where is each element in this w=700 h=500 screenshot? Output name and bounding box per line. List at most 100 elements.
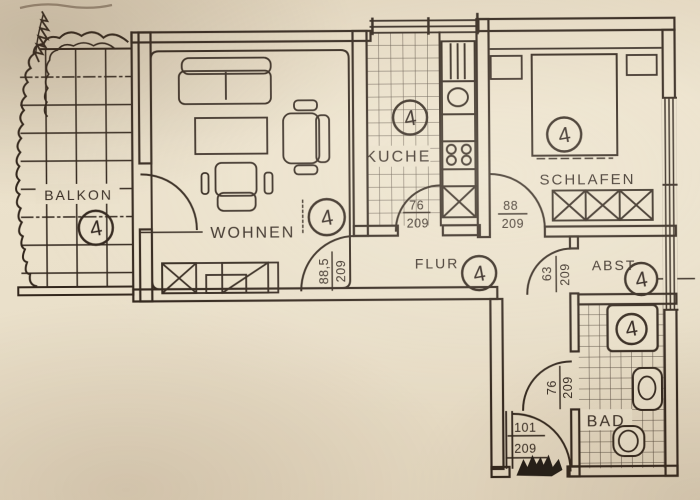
toilet — [631, 366, 664, 411]
unit-number: 4 — [556, 122, 573, 149]
wall-kueche-bottom-left — [352, 224, 400, 238]
stove-burners — [445, 143, 472, 166]
right-window — [661, 96, 679, 311]
wall-kueche-schlafen — [475, 17, 492, 239]
walls — [130, 12, 679, 479]
unit-number-badge-kueche: 4 — [391, 99, 429, 136]
door-swing-abst — [526, 247, 574, 295]
room-flur: FLUR 4 — [415, 254, 498, 292]
kitchen-unit — [440, 40, 477, 219]
balcony-decking-grid — [20, 47, 134, 288]
wall-entry-left — [490, 465, 511, 479]
unit-number: 4 — [633, 266, 650, 293]
wall-top-right — [477, 16, 676, 33]
unit-number-badge-wohnen: 4 — [307, 197, 346, 237]
sideboard — [161, 261, 280, 295]
wall-entry-right — [566, 465, 581, 478]
wall-schlafen-bottom — [543, 224, 678, 238]
unit-number-badge-bad: 4 — [615, 312, 648, 346]
room-label-abst: ABST — [592, 257, 637, 273]
room-inner-outline — [149, 49, 352, 291]
unit-number: 4 — [319, 204, 336, 231]
unit-number: 4 — [623, 315, 640, 342]
wall-wohnen-kueche — [351, 29, 370, 238]
door-dimension-wohnen: 88,5 209 — [317, 251, 348, 291]
door-swing-bad — [522, 360, 572, 411]
wall-abst-bad-divider — [577, 292, 678, 306]
balcony: BALKON 4 — [15, 10, 135, 297]
door-height: 209 — [407, 216, 429, 230]
wall-bad-left-upper — [569, 292, 580, 353]
unit-number-badge-abst: 4 — [624, 261, 659, 297]
armchair — [282, 99, 331, 176]
room-kueche: KUCHE 4 — [365, 31, 477, 227]
handwritten-scribble — [516, 454, 563, 477]
room-wohnen: WOHNEN — [149, 49, 352, 295]
door-dimension-entry: 101 209 — [505, 421, 548, 459]
nightstand-left — [489, 54, 523, 80]
room-inner-line — [489, 46, 662, 50]
fridge-cross — [442, 185, 477, 218]
balcony-parapet — [17, 285, 135, 297]
door-swing-balkon — [140, 173, 198, 231]
balcony-inner-edge — [130, 31, 135, 296]
door-height: 209 — [502, 217, 524, 231]
unit-number: 4 — [88, 215, 105, 242]
door-width: 76 — [409, 198, 424, 212]
wall-left-lower — [138, 228, 154, 303]
door-width: 101 — [514, 421, 536, 435]
bed — [530, 53, 619, 157]
door-swing-schlafen — [488, 173, 546, 230]
door-height: 209 — [334, 260, 348, 282]
nightstand-right — [625, 53, 658, 76]
room-label-balkon: BALKON — [44, 187, 113, 203]
unit-number-badge-balkon: 4 — [77, 209, 115, 246]
door-width: 88 — [503, 199, 518, 213]
unit-number: 4 — [471, 260, 488, 287]
door-dimensions: 88,5 209 76 209 88 209 63 209 76 209 101… — [317, 198, 575, 459]
door-width: 76 — [545, 380, 559, 395]
wall-flur-left-lower — [489, 297, 505, 471]
wall-abst-left-stub — [568, 235, 580, 250]
room-label-wohnen: WOHNEN — [210, 224, 295, 242]
wall-top-wohnen — [130, 29, 372, 44]
chair — [200, 161, 274, 212]
unit-number: 4 — [402, 105, 419, 132]
sofa — [177, 56, 272, 106]
door-swing-kueche — [394, 184, 442, 232]
door-height: 209 — [561, 376, 575, 398]
unit-number-badge-flur: 4 — [460, 254, 498, 292]
door-dimension-schlafen: 88 209 — [498, 199, 528, 231]
unit-number-badge-schlafen: 4 — [545, 116, 583, 153]
door-swing-wohnen — [300, 234, 356, 292]
room-label-kueche: KUCHE — [365, 148, 431, 165]
doors — [139, 173, 574, 472]
wall-left-upper — [137, 31, 153, 165]
room-label-bad: BAD — [587, 413, 626, 430]
wall-bottom-wohnen-flur — [132, 285, 499, 303]
room-label-flur: FLUR — [415, 255, 460, 271]
sink-basin — [446, 87, 469, 108]
door-swing-entry — [512, 412, 572, 472]
coffee-table — [194, 116, 269, 155]
door-dimension-kueche: 76 209 — [403, 198, 431, 231]
room-abst: ABST 4 — [592, 257, 696, 297]
bed-foot-dashes — [536, 157, 614, 160]
door-width: 63 — [540, 266, 554, 281]
label-band — [35, 183, 120, 205]
kitchen-floor-tiles — [366, 32, 441, 226]
room-schlafen: SCHLAFEN 4 — [489, 46, 662, 222]
room-label-schlafen: SCHLAFEN — [539, 171, 635, 189]
label-band — [580, 409, 633, 431]
room-bad: 4 BAD — [578, 303, 666, 469]
wall-kueche-bottom-right — [441, 223, 482, 237]
washbasin — [612, 425, 646, 458]
vent-lines — [449, 43, 466, 80]
label-band — [366, 145, 431, 167]
door-width: 88,5 — [317, 258, 331, 284]
kitchen-window — [369, 12, 480, 36]
counter-edge — [438, 31, 442, 227]
wardrobe — [551, 188, 654, 222]
leaf-icon — [33, 10, 51, 63]
